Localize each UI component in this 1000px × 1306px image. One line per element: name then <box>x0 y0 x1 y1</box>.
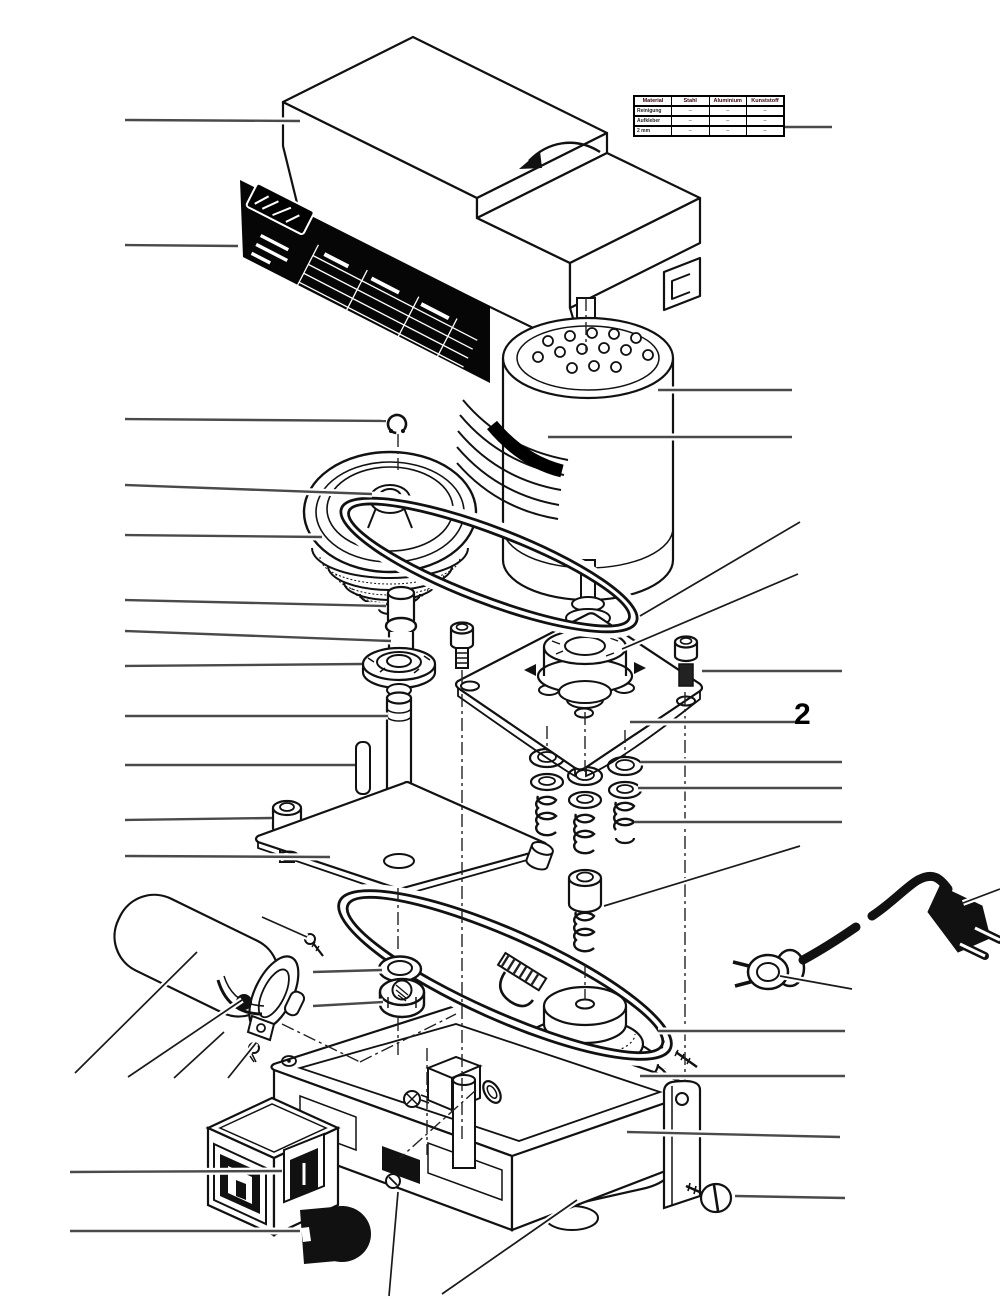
motor-vent-holes <box>532 327 654 374</box>
tension-screw-and-spring <box>496 868 603 1008</box>
spec-header-stahl: Stahl <box>671 95 710 107</box>
material-spec-table: Material Stahl Aluminium Kunststoff Rein… <box>633 95 785 137</box>
plug-prongs <box>956 924 1000 960</box>
side-bracket <box>662 1079 702 1210</box>
base-slot <box>382 1146 420 1184</box>
remove-cover-arrow <box>519 141 601 169</box>
spec-table-row: 2 mm – – – <box>633 125 785 137</box>
label-print-table <box>250 234 478 375</box>
circlip <box>386 413 408 435</box>
spec-header-material: Material <box>633 95 672 107</box>
mount-screw-small <box>304 933 324 957</box>
support-post <box>452 1074 476 1169</box>
spec-table-row: Aufkleber – – – <box>633 115 785 127</box>
base-screw-head <box>385 1173 401 1189</box>
top-cover <box>281 35 702 354</box>
item-number-2: 2 <box>794 698 811 731</box>
plate-screw-right <box>673 635 699 687</box>
dowel-pin <box>355 741 371 795</box>
plate-screw-left <box>449 621 475 669</box>
washer-and-nut <box>377 955 426 1019</box>
power-cord <box>732 871 1000 991</box>
base-frame <box>270 1004 698 1232</box>
foot-thumbscrew <box>685 1182 733 1214</box>
lower-belt <box>332 884 678 1066</box>
brand-label <box>240 180 490 383</box>
power-entry-module <box>205 1096 341 1237</box>
o-ring <box>482 1080 502 1104</box>
centerlines <box>281 298 686 1159</box>
washer-spring-stacks <box>525 747 644 871</box>
cover-latch <box>662 256 702 312</box>
flanged-washer <box>361 646 437 690</box>
threaded-stud <box>496 951 548 992</box>
spec-table-row: Reinigung – – – <box>633 105 785 117</box>
black-cap <box>300 1206 371 1264</box>
spec-table-header-row: Material Stahl Aluminium Kunststoff <box>633 95 785 107</box>
lower-plate <box>254 780 549 897</box>
brand-logo <box>245 182 315 235</box>
upper-belt <box>334 491 644 639</box>
spec-header-kunststoff: Kunststoff <box>746 95 785 107</box>
spec-header-aluminium: Aluminium <box>708 95 747 107</box>
motor-band-label <box>487 420 564 478</box>
rocker-switch <box>283 1132 325 1204</box>
power-plug <box>927 885 991 953</box>
wire-clip <box>498 971 535 1008</box>
